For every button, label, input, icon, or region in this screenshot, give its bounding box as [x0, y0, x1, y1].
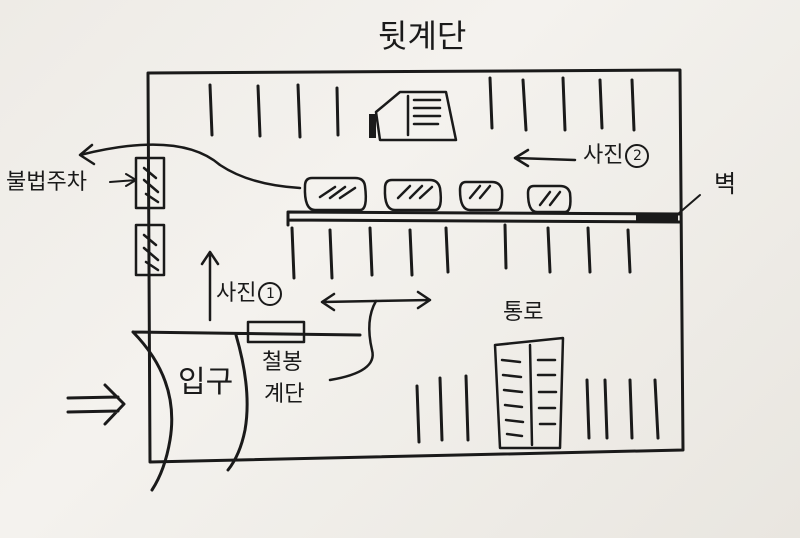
wall-marker [636, 214, 678, 222]
exit-stairs-label-2: 계단 [264, 382, 305, 407]
entrance-label: 입구 [178, 365, 234, 400]
exit-stairs-label-1: 철봉 [262, 350, 303, 375]
photo2-text: 사진 [583, 143, 624, 168]
middle-parking-stalls [290, 223, 632, 280]
photo1-arrow [200, 250, 220, 322]
photo1-text: 사진 [216, 281, 257, 306]
center-divider [286, 210, 682, 227]
curve-path [328, 299, 378, 382]
illegal-parking-pointer [109, 173, 137, 187]
bottom-parking-stalls [415, 374, 660, 444]
photo2-arrow [513, 148, 577, 168]
illegal-parking-cars [134, 156, 166, 277]
exit-stairs-box [246, 320, 306, 344]
divider-cars [303, 176, 572, 214]
illegal-parking-arrow [78, 143, 302, 190]
top-parking-stalls [208, 76, 636, 139]
toilet-label: 통로 [503, 300, 544, 325]
photo2-number: 2 [625, 144, 650, 168]
photo1-number: 1 [258, 282, 283, 306]
wall-pointer [677, 194, 701, 215]
illegal-parking-label: 불법주차 [6, 170, 87, 195]
top-stairs-label: 뒷계단 [378, 17, 467, 55]
toilet-block [493, 336, 565, 450]
entrance-arrow [66, 383, 126, 426]
entrance-boundary [131, 330, 362, 492]
wall-label: 벽 [714, 170, 737, 198]
parked-car-top [369, 90, 458, 142]
